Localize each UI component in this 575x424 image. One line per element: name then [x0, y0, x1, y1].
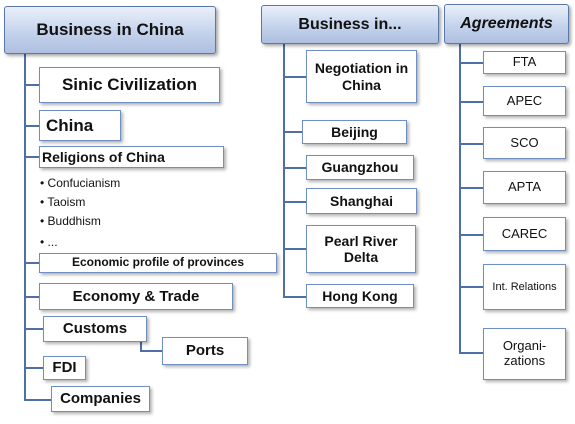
- col2-branch: [283, 248, 307, 250]
- header-label: Agreements: [460, 15, 553, 32]
- box-label: FDI: [52, 359, 77, 377]
- col3-branch: [459, 187, 484, 189]
- beijing-box: Beijing: [302, 120, 407, 144]
- box-label: FTA: [512, 54, 537, 70]
- box-label: China: [46, 115, 94, 135]
- apta-box: APTA: [483, 171, 566, 204]
- col1-branch: [24, 84, 40, 86]
- box-label: Shanghai: [329, 192, 393, 209]
- box-label: Negotiation in China: [314, 60, 409, 93]
- sinic-civilization-box: Sinic Civilization: [39, 67, 220, 103]
- box-label: Economy & Trade: [72, 287, 200, 305]
- col3-branch: [459, 62, 484, 64]
- col1-branch: [24, 367, 44, 369]
- economic-profile-box: Economic profile of provinces: [39, 253, 277, 273]
- col1-branch: [24, 156, 40, 158]
- box-label: Economic profile of provinces: [71, 255, 245, 270]
- religion-bullet: • Confucianism: [40, 176, 121, 190]
- religion-bullet: • ...: [40, 235, 58, 249]
- box-label: Religions of China: [42, 148, 165, 165]
- sco-box: SCO: [483, 127, 566, 159]
- col3-branch: [459, 352, 484, 354]
- shanghai-box: Shanghai: [306, 188, 417, 214]
- box-label: Ports: [185, 342, 225, 360]
- col1-branch: [24, 296, 40, 298]
- col3-branch: [459, 143, 484, 145]
- ports-connector: [140, 350, 163, 352]
- col3-trunk: [459, 44, 461, 354]
- box-label: Hong Kong: [322, 287, 398, 304]
- companies-box: Companies: [51, 386, 150, 412]
- ports-box: Ports: [162, 337, 248, 365]
- col1-branch: [24, 125, 40, 127]
- box-label: Beijing: [331, 123, 378, 140]
- box-label: Customs: [62, 320, 128, 338]
- col2-branch: [283, 76, 307, 78]
- hong-kong-box: Hong Kong: [306, 284, 414, 308]
- agreements-header: Agreements: [444, 4, 569, 44]
- religions-of-china-box: Religions of China: [39, 146, 224, 168]
- box-label: CAREC: [501, 225, 548, 241]
- business-in-china-header: Business in China: [4, 6, 216, 54]
- box-label: Companies: [60, 390, 141, 408]
- box-label: Guangzhou: [321, 159, 399, 176]
- ports-connector: [140, 340, 142, 352]
- box-label: Organi-zations: [502, 338, 547, 368]
- organizations-box: Organi-zations: [483, 328, 566, 380]
- box-label: SCO: [510, 134, 539, 150]
- carec-box: CAREC: [483, 217, 566, 251]
- pearl-river-delta-box: Pearl River Delta: [306, 225, 416, 273]
- box-label: Int. Relations: [492, 280, 557, 293]
- col2-branch: [283, 296, 307, 298]
- box-label: APTA: [508, 179, 541, 195]
- col3-branch: [459, 101, 484, 103]
- box-label: APEC: [506, 92, 543, 108]
- china-box: China: [39, 110, 121, 141]
- business-in-header: Business in...: [261, 5, 439, 44]
- header-label: Business in China: [36, 20, 184, 39]
- box-label: Sinic Civilization: [61, 75, 198, 95]
- col2-branch: [283, 131, 303, 133]
- col2-trunk: [283, 44, 285, 297]
- col1-trunk: [24, 54, 26, 401]
- int-relations-box: Int. Relations: [483, 264, 566, 310]
- negotiation-box: Negotiation in China: [306, 50, 417, 103]
- fdi-box: FDI: [43, 356, 86, 380]
- col2-branch: [283, 201, 307, 203]
- religion-bullet: • Buddhism: [40, 214, 101, 228]
- guangzhou-box: Guangzhou: [306, 155, 414, 180]
- apec-box: APEC: [483, 86, 566, 116]
- col2-branch: [283, 167, 307, 169]
- col3-branch: [459, 234, 484, 236]
- col1-branch: [24, 328, 44, 330]
- fta-box: FTA: [483, 51, 566, 74]
- col1-branch: [24, 399, 52, 401]
- col1-branch: [24, 262, 40, 264]
- customs-box: Customs: [43, 316, 147, 342]
- religion-bullet: • Taoism: [40, 195, 86, 209]
- box-label: Pearl River Delta: [324, 232, 398, 265]
- header-label: Business in...: [298, 15, 402, 33]
- col3-branch: [459, 286, 484, 288]
- economy-trade-box: Economy & Trade: [39, 283, 233, 310]
